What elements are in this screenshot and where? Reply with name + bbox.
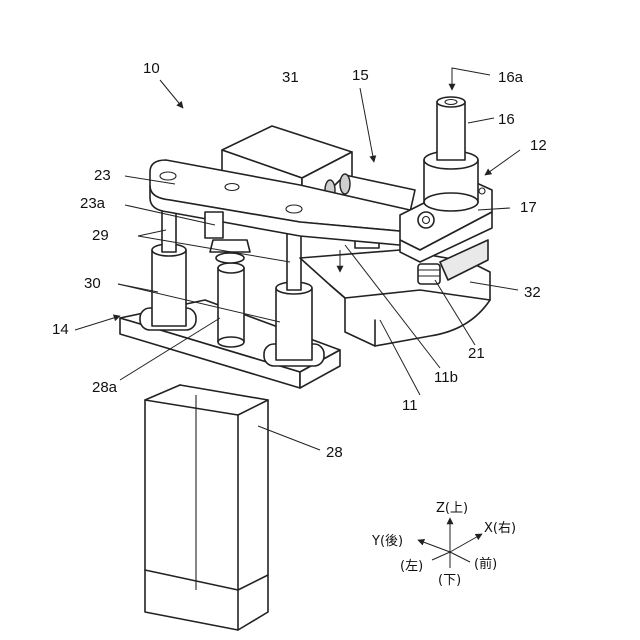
label-29: 29: [92, 227, 109, 244]
actuator-16: [424, 97, 478, 211]
guide-cylinder-left: [140, 244, 196, 330]
axis-y-label: Y(後): [371, 534, 403, 549]
axis-indicator: Z(上) X(右) Y(後) (左) (前) (下): [371, 501, 516, 588]
axis-x-label: X(右): [484, 521, 516, 536]
label-14: 14: [52, 321, 69, 338]
label-10: 10: [143, 60, 160, 77]
label-32: 32: [524, 284, 541, 301]
screw-21: [418, 264, 440, 284]
label-17: 17: [520, 199, 537, 216]
axis-left-label: (左): [400, 559, 423, 574]
label-12: 12: [530, 137, 547, 154]
label-23a: 23a: [80, 195, 106, 212]
label-16: 16: [498, 111, 515, 128]
guide-cylinder-right: [264, 282, 324, 366]
axis-down-label: (下): [438, 573, 461, 588]
label-21: 21: [468, 345, 485, 362]
label-11: 11: [402, 397, 418, 414]
axis-front-label: (前): [474, 556, 497, 572]
rod-28a: [218, 263, 244, 347]
label-16a: 16a: [498, 69, 524, 86]
label-31: 31: [282, 69, 299, 86]
label-28a: 28a: [92, 379, 118, 396]
label-15: 15: [352, 67, 369, 84]
label-11b: 11b: [434, 369, 458, 386]
label-28: 28: [326, 444, 343, 461]
label-30: 30: [84, 275, 101, 292]
column-28: [145, 385, 268, 630]
axis-z-label: Z(上): [436, 501, 468, 516]
label-23: 23: [94, 167, 111, 184]
